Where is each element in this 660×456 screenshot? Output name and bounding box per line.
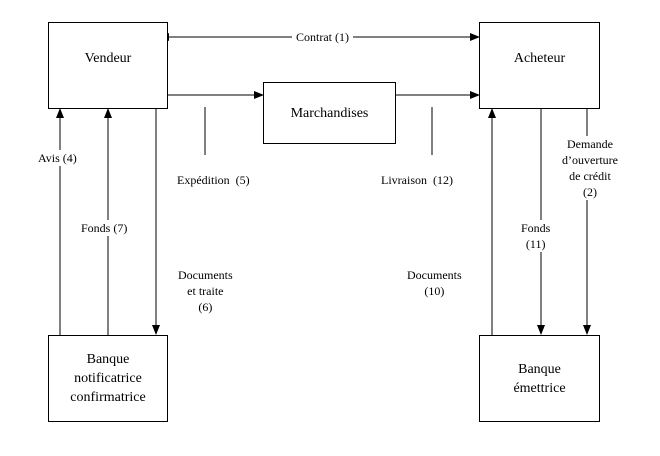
marchandises-box: Marchandises <box>263 82 396 144</box>
banque-emett-line-2: émettrice <box>513 380 566 396</box>
demande-line-2: d’ouverture <box>562 153 618 167</box>
demande-line-3: de crédit <box>569 169 611 183</box>
vendeur-label: Vendeur <box>84 51 132 66</box>
documents6-line-3: (6) <box>198 300 213 314</box>
expedition-label: Expédition (5) <box>177 172 250 188</box>
documents10-label: Documents (10) <box>407 267 462 299</box>
demande-line-1: Demande <box>567 137 613 151</box>
demande-line-4: (2) <box>582 185 597 199</box>
documents6-line-2: et traite <box>187 284 224 298</box>
acheteur-label: Acheteur <box>513 51 566 66</box>
banque-emett-line-1: Banque <box>518 361 561 377</box>
documents10-line-2: (10) <box>424 284 445 298</box>
vendeur-box: Vendeur <box>48 22 168 109</box>
fonds11-line-1: Fonds <box>521 221 551 235</box>
avis-label: Avis (4) <box>36 150 79 166</box>
banque-notif-line-1: Banque <box>86 352 130 367</box>
documents6-line-1: Documents <box>178 268 233 282</box>
fonds11-label: Fonds (11) <box>521 220 551 252</box>
contrat-label: Contrat (1) <box>292 29 353 45</box>
documents6-label: Documents et traite (6) <box>178 267 233 315</box>
fonds11-line-2: (11) <box>525 237 546 251</box>
banque-emettrice-box: Banque émettrice <box>479 335 600 422</box>
documents10-line-1: Documents <box>407 268 462 282</box>
banque-notif-line-2: notificatrice <box>74 371 142 386</box>
marchandises-label: Marchandises <box>290 105 369 121</box>
banque-notificatrice-box: Banque notificatrice confirmatrice <box>48 335 168 422</box>
banque-notif-line-3: confirmatrice <box>70 390 146 405</box>
acheteur-box: Acheteur <box>479 22 600 109</box>
fonds7-label: Fonds (7) <box>79 220 130 236</box>
livraison-label: Livraison (12) <box>381 172 453 188</box>
demande-label: Demande d’ouverture de crédit (2) <box>561 136 619 200</box>
